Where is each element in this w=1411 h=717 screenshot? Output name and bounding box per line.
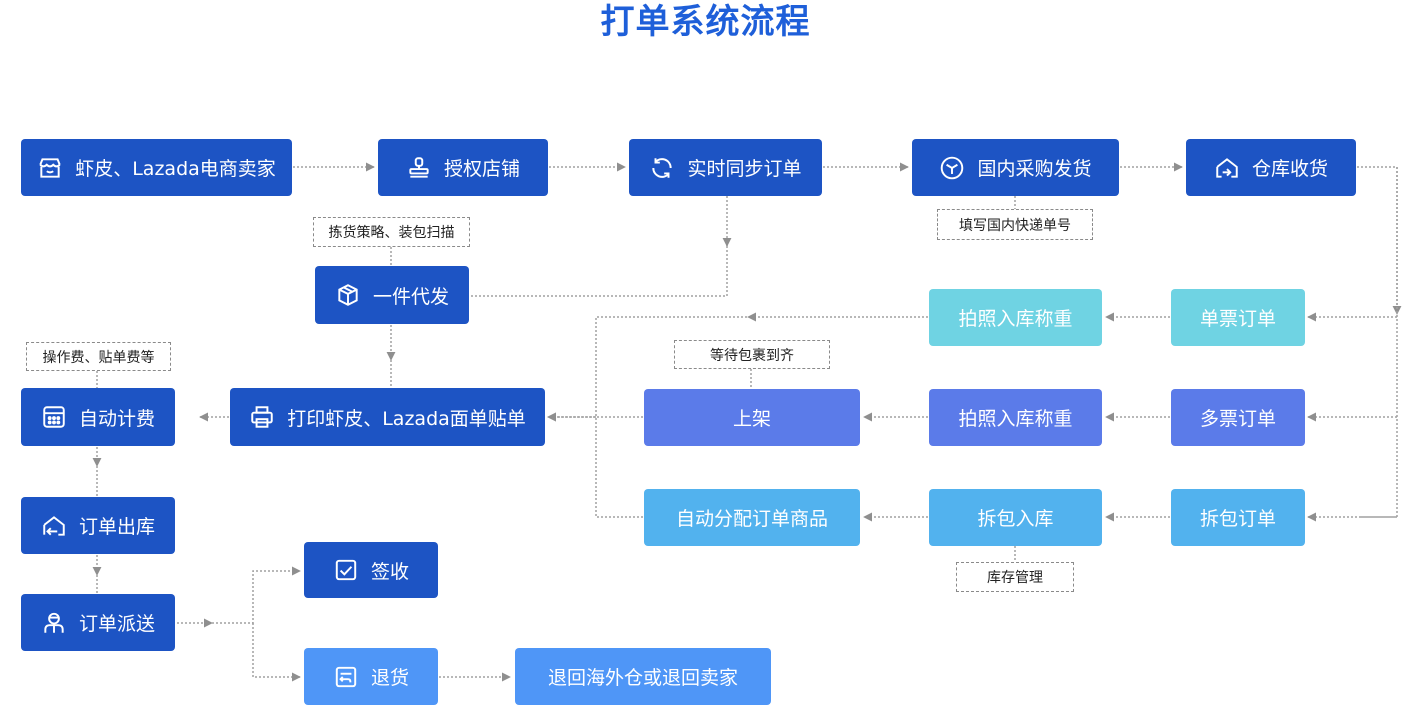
node-receive-label: 仓库收货: [1251, 158, 1328, 180]
node-auth-label: 授权店铺: [443, 158, 520, 180]
note-wait: 等待包裹到齐: [674, 340, 830, 369]
node-return-dest: 退回海外仓或退回卖家: [515, 648, 771, 705]
node-auth: 授权店铺: [378, 139, 548, 196]
node-dropship: 一件代发: [315, 266, 469, 324]
node-split-order: 拆包订单: [1171, 489, 1305, 546]
box-hex-icon: [939, 155, 965, 181]
note-inventory: 库存管理: [956, 562, 1074, 592]
node-dispatch: 订单派送: [21, 594, 175, 651]
node-photo-weigh-2: 拍照入库称重: [929, 389, 1102, 446]
node-return-label: 退货: [370, 667, 409, 689]
calculator-icon: [41, 404, 67, 430]
node-auto-allocate-label: 自动分配订单商品: [675, 508, 828, 530]
package-icon: [335, 282, 361, 308]
node-split-instock-label: 拆包入库: [977, 508, 1054, 530]
node-photo-weigh-2-label: 拍照入库称重: [958, 408, 1073, 430]
node-sync: 实时同步订单: [629, 139, 822, 196]
node-return: 退货: [304, 648, 438, 705]
node-seller: 虾皮、Lazada电商卖家: [21, 139, 292, 196]
note-tracking: 填写国内快递单号: [937, 209, 1093, 240]
node-photo-weigh-1: 拍照入库称重: [929, 289, 1102, 346]
note-fees: 操作费、贴单费等: [26, 342, 171, 371]
node-signed: 签收: [304, 542, 438, 598]
node-print-label-label: 打印虾皮、Lazada面单贴单: [287, 407, 526, 430]
node-multi-order: 多票订单: [1171, 389, 1305, 446]
node-auto-allocate: 自动分配订单商品: [644, 489, 860, 546]
node-receive: 仓库收货: [1186, 139, 1356, 196]
warehouse-out-icon: [41, 513, 67, 539]
node-photo-weigh-1-label: 拍照入库称重: [958, 308, 1073, 330]
return-icon: [333, 664, 359, 690]
node-shelve: 上架: [644, 389, 860, 446]
node-split-order-label: 拆包订单: [1199, 508, 1276, 530]
node-split-instock: 拆包入库: [929, 489, 1102, 546]
stamp-icon: [406, 155, 432, 181]
node-auto-billing: 自动计费: [21, 388, 175, 446]
note-picking: 拣货策略、装包扫描: [313, 217, 470, 247]
sync-icon: [649, 155, 675, 181]
diagram-title: 打单系统流程: [600, 2, 811, 42]
node-outbound-label: 订单出库: [78, 516, 155, 538]
node-print-label: 打印虾皮、Lazada面单贴单: [230, 388, 545, 446]
node-auto-billing-label: 自动计费: [78, 407, 155, 430]
warehouse-in-icon: [1214, 155, 1240, 181]
node-signed-label: 签收: [370, 560, 409, 583]
node-seller-label: 虾皮、Lazada电商卖家: [75, 158, 276, 180]
node-return-dest-label: 退回海外仓或退回卖家: [547, 667, 738, 689]
node-single-order-label: 单票订单: [1199, 308, 1276, 330]
node-single-order: 单票订单: [1171, 289, 1305, 346]
store-icon: [37, 155, 63, 181]
node-multi-order-label: 多票订单: [1199, 408, 1276, 430]
node-domestic: 国内采购发货: [912, 139, 1119, 196]
node-shelve-label: 上架: [732, 408, 771, 430]
node-dispatch-label: 订单派送: [78, 613, 155, 635]
printer-icon: [249, 404, 275, 430]
checkbox-icon: [333, 557, 359, 583]
courier-icon: [41, 610, 67, 636]
node-domestic-label: 国内采购发货: [977, 158, 1092, 180]
node-dropship-label: 一件代发: [372, 285, 449, 308]
node-outbound: 订单出库: [21, 497, 175, 554]
node-sync-label: 实时同步订单: [687, 158, 802, 180]
